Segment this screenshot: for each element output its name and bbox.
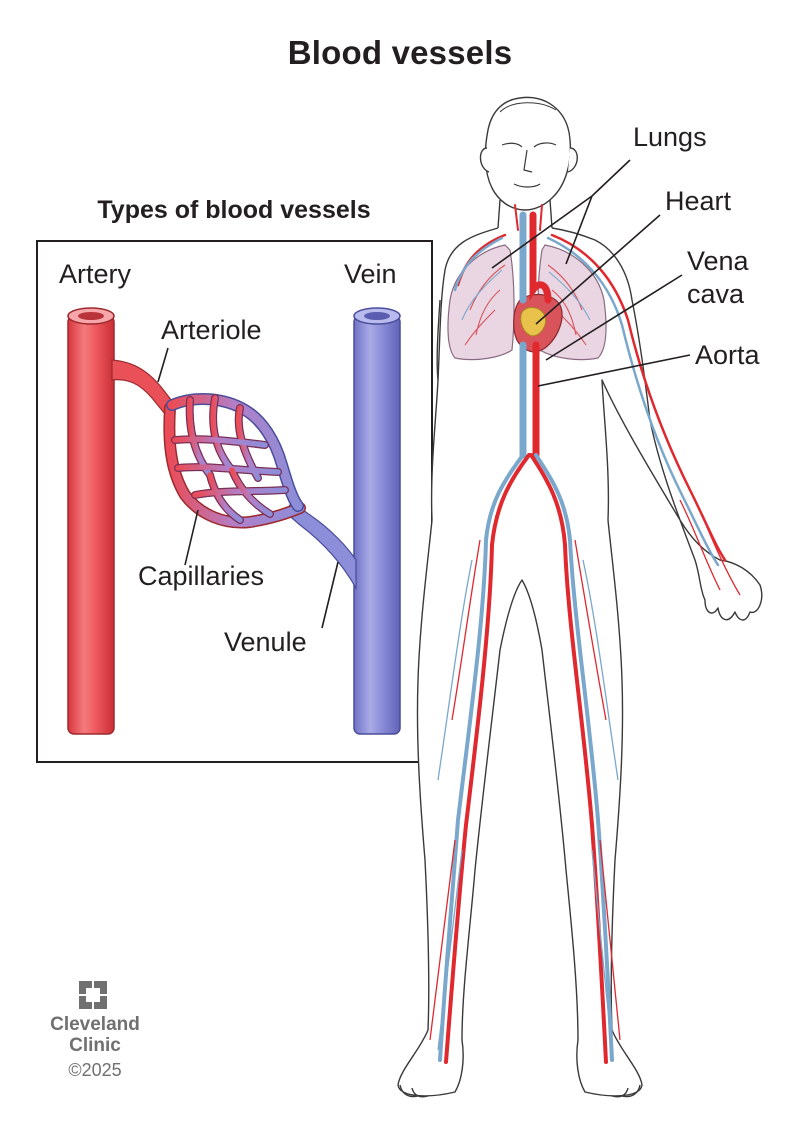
label-artery: Artery [59, 259, 132, 289]
inset-subtitle: Types of blood vessels [97, 196, 371, 224]
label-lungs: Lungs [633, 122, 707, 152]
logo-name-line2: Clinic [69, 1035, 121, 1056]
label-vena-cava-line1: Vena [687, 246, 749, 276]
body-leader-lines [491, 159, 691, 387]
cleveland-clinic-logo-icon [79, 981, 107, 1009]
label-capillaries: Capillaries [138, 561, 265, 591]
major-vessels [438, 204, 727, 1064]
leg-branch-vessels [429, 499, 741, 1051]
logo-copyright: ©2025 [68, 1060, 122, 1080]
lung-vessels [461, 264, 591, 346]
label-vena-cava-line2: cava [687, 279, 745, 309]
inset-leader-lines [157, 347, 339, 629]
label-venule: Venule [224, 627, 307, 657]
page-title: Blood vessels [287, 34, 513, 71]
heart-fat [520, 307, 547, 337]
capillary-bed [163, 393, 306, 529]
label-heart: Heart [665, 186, 732, 216]
logo-name-line1: Cleveland [50, 1014, 140, 1035]
label-arteriole: Arteriole [161, 315, 262, 345]
artery-vessel [67, 307, 115, 735]
label-vena-cava: Vena cava [687, 245, 749, 311]
label-vein: Vein [344, 259, 397, 289]
vein-vessel [353, 307, 401, 735]
cleveland-clinic-logo: Cleveland Clinic ©2025 [40, 1014, 150, 1082]
label-aorta: Aorta [695, 340, 760, 370]
face-details [499, 102, 557, 188]
